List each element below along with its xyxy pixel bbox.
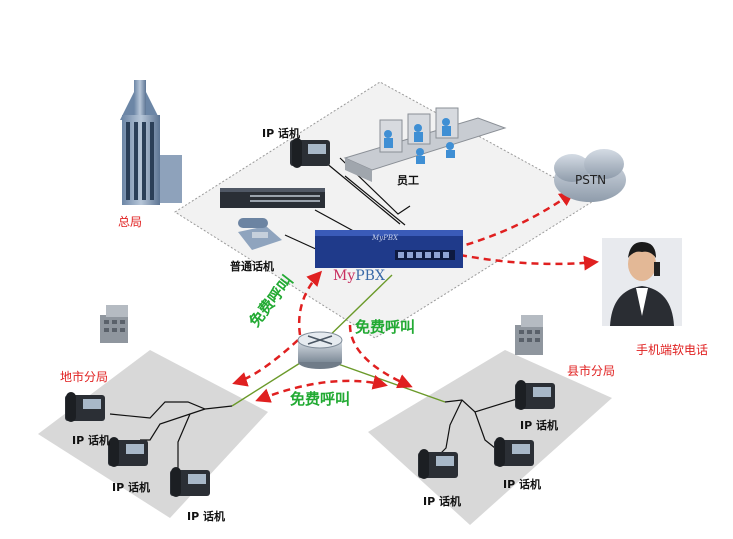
switch-icon [220, 188, 325, 208]
ip-phone-icon [418, 449, 458, 479]
mobile-softphone-label: 手机端软电话 [636, 343, 709, 357]
free-call-label-3: 免费呼叫 [290, 390, 351, 408]
county-branch-label: 县市分局 [567, 364, 616, 378]
pstn-label: PSTN [575, 173, 607, 187]
hq-wiring [284, 157, 411, 251]
pbx-panel-brand: MyPBX [372, 234, 398, 242]
router-icon [297, 331, 343, 369]
hq-label: 总局 [118, 215, 143, 229]
pbx-brand-prefix: My [333, 268, 356, 284]
ip-phone-icon [65, 392, 105, 422]
hq-zone [174, 81, 596, 339]
ip-phone-icon [290, 138, 330, 168]
analog-phone-icon [238, 218, 282, 250]
person-icon [602, 238, 682, 326]
county-ip-phone-label-2: IP 话机 [503, 478, 541, 491]
ip-phone-icon [515, 380, 555, 410]
employees-label: 员工 [397, 174, 419, 187]
county-ip-phone-label-1: IP 话机 [520, 419, 558, 432]
ip-phone-icon [170, 467, 210, 497]
free-call-label-2: 免费呼叫 [355, 318, 416, 336]
city-ip-phone-label-1: IP 话机 [72, 434, 110, 447]
pbx-icon [315, 230, 463, 268]
county-building-icon [515, 315, 543, 355]
building-icon [120, 80, 182, 205]
pbx-brand-label: MyPBX [333, 268, 385, 284]
office-cubicle-icon [343, 107, 507, 182]
city-building-icon [100, 305, 128, 343]
city-ip-phone-label-2: IP 话机 [112, 481, 150, 494]
city-branch-label: 地市分局 [60, 370, 109, 384]
analog-phone-label: 普通话机 [230, 260, 274, 273]
pbx-brand-suffix: PBX [355, 268, 385, 284]
city-ip-phone-label-3: IP 话机 [187, 510, 225, 523]
cloud-icon [554, 149, 626, 202]
county-ip-phone-label-3: IP 话机 [423, 495, 461, 508]
ip-phone-icon [494, 437, 534, 467]
red-links [232, 191, 599, 403]
ip-phone-icon [108, 437, 148, 467]
city-branch-zone [38, 350, 268, 518]
hq-ip-phone-label: IP 话机 [262, 127, 300, 140]
